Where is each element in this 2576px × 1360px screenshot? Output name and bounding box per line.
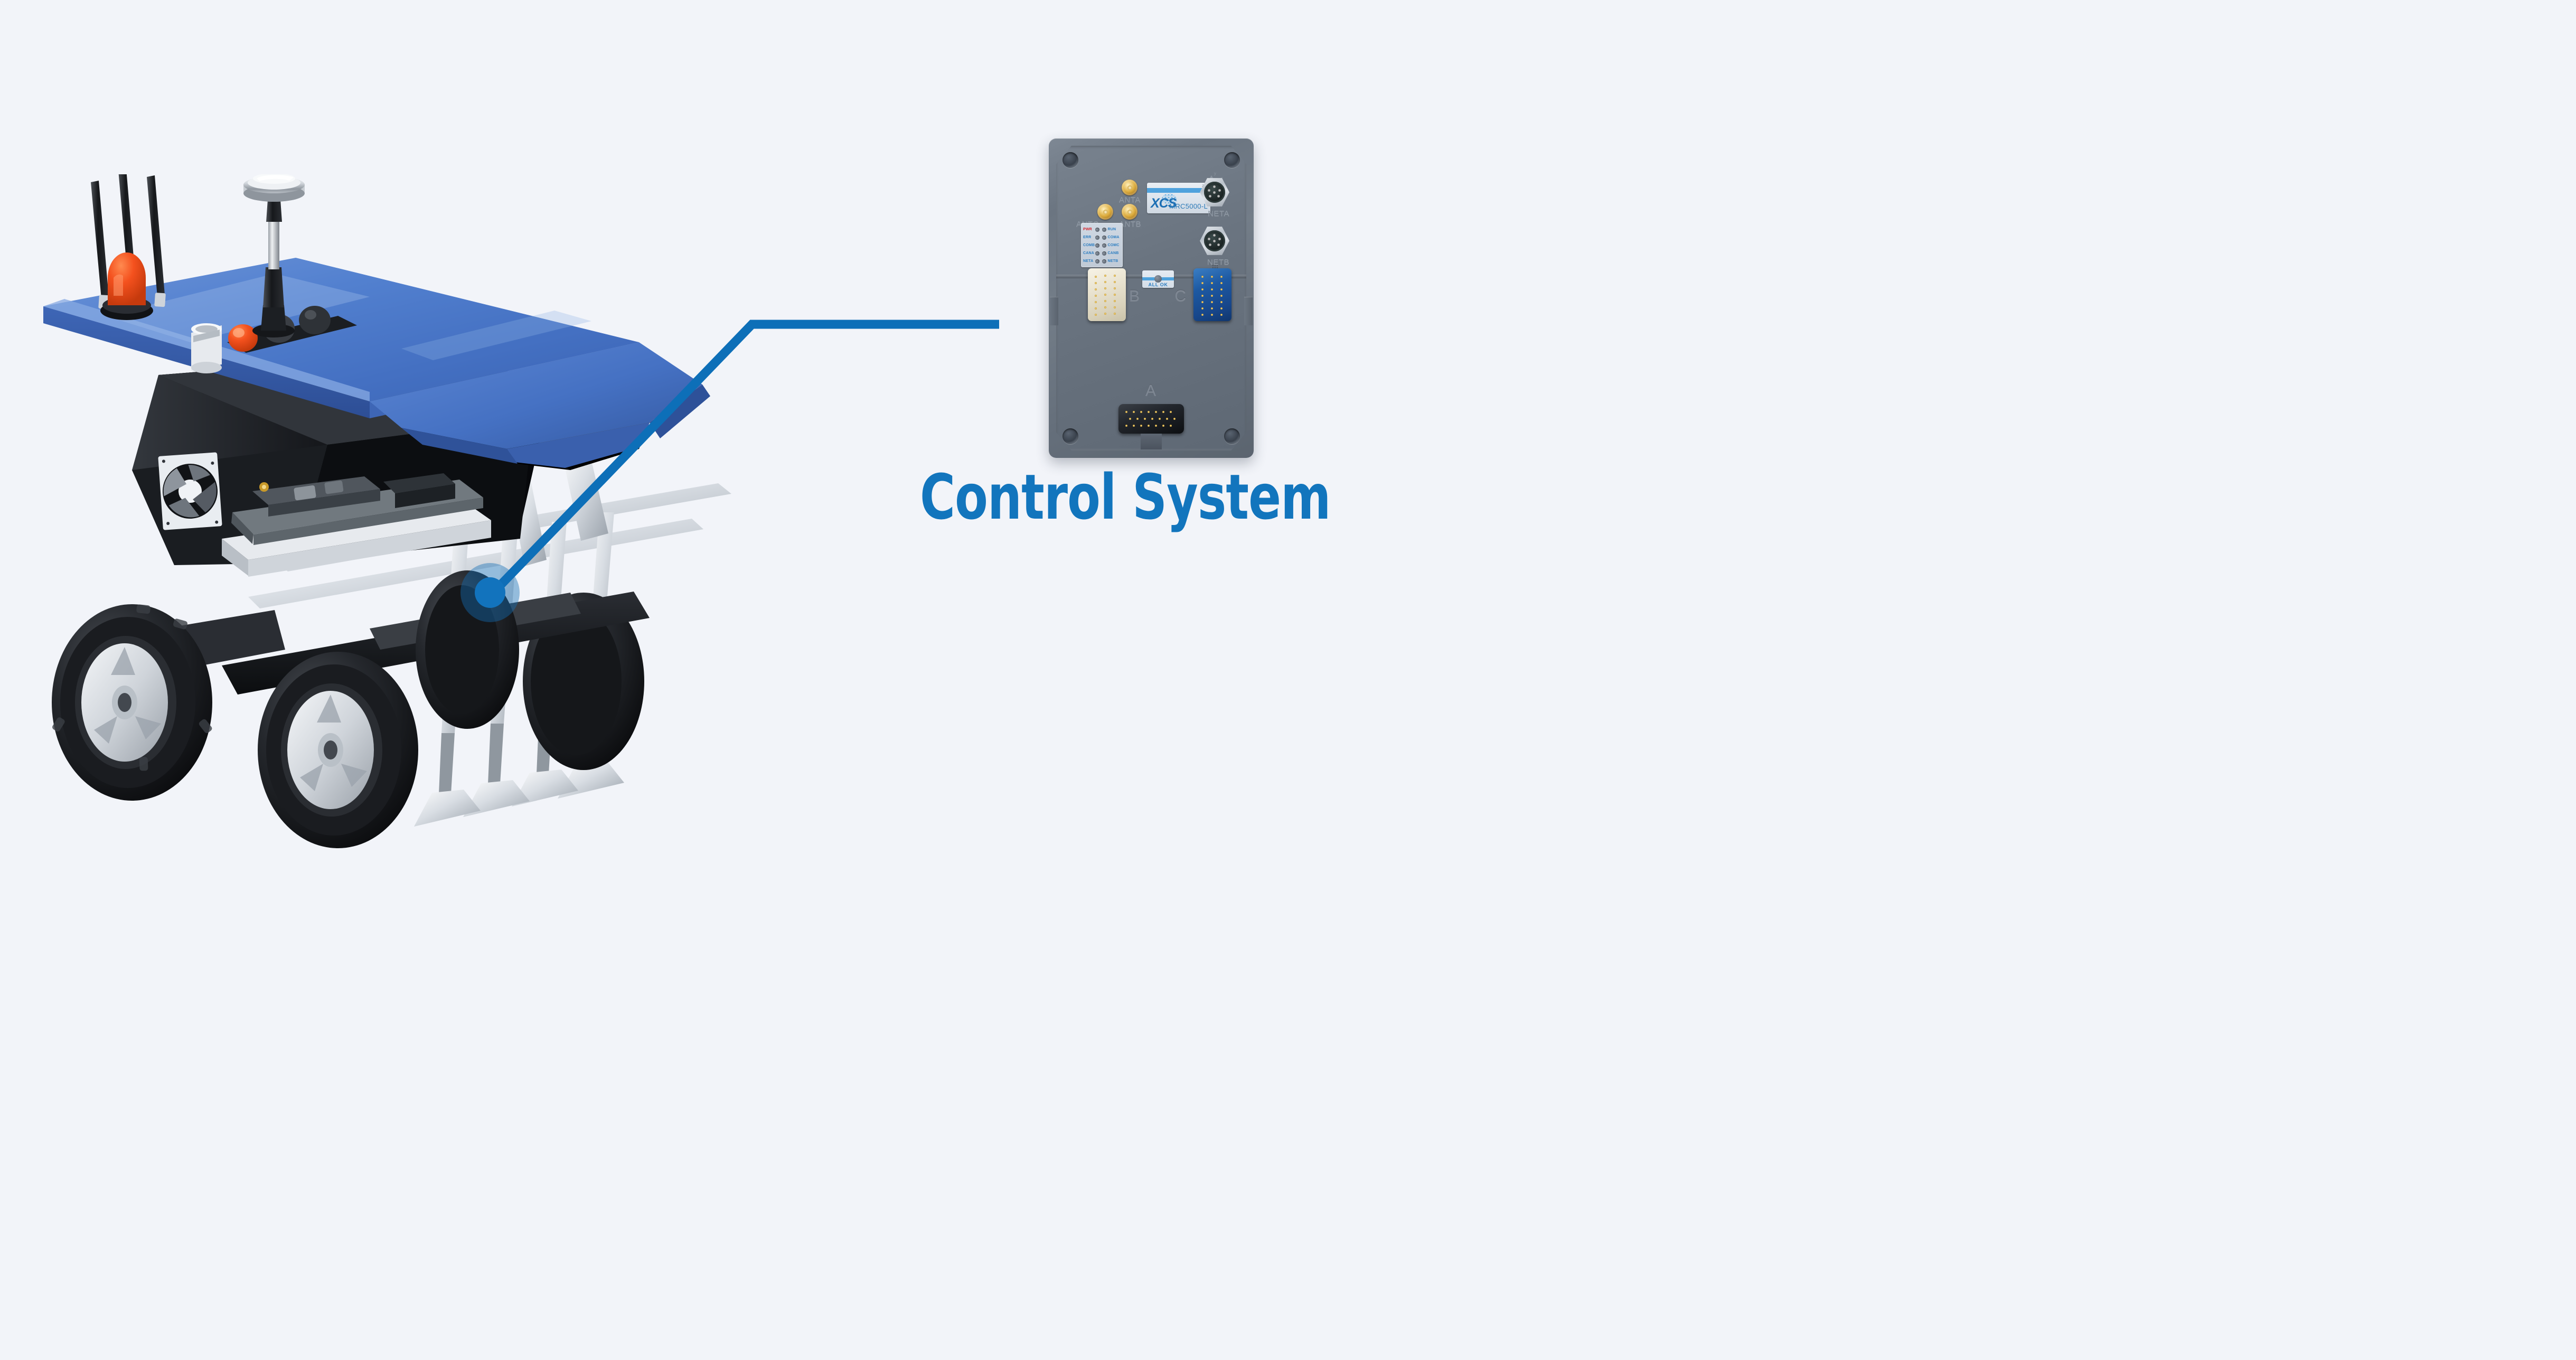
led-row: ERR COMA: [1083, 233, 1121, 241]
side-tab-left: [1050, 297, 1058, 325]
pin-field: [1123, 409, 1179, 428]
led-status-panel: PWR RUN ERR COMA: [1081, 223, 1123, 267]
sma-port-antb[interactable]: [1122, 204, 1137, 220]
led-label: RUN: [1107, 228, 1116, 231]
svg-text:z: z: [1202, 183, 1204, 188]
connector-a[interactable]: [1118, 404, 1184, 434]
led-coma: COMA: [1102, 235, 1121, 240]
mount-hole-top-right: [1224, 152, 1240, 168]
callout-marker-dot: [475, 577, 505, 608]
net-connector-b[interactable]: [1200, 226, 1229, 256]
led-row: PWR RUN: [1083, 226, 1121, 233]
svg-text:y: y: [1214, 171, 1216, 176]
led-indicator: [1095, 251, 1099, 256]
led-label: COMB: [1083, 243, 1095, 247]
control-unit-device: ANTA ANTB ANTC XCS MRC5000-L y: [1049, 138, 1254, 458]
connector-label-b: B: [1129, 287, 1140, 305]
connector-label-c: C: [1174, 287, 1186, 305]
callout-label: Control System: [920, 461, 1331, 533]
model-number: MRC5000-L: [1169, 202, 1208, 210]
wheel-front-left: [52, 604, 212, 801]
globe-icon: [1161, 193, 1177, 204]
led-indicator: [1102, 259, 1106, 264]
mount-hole-bottom-left: [1063, 428, 1078, 444]
led-comb: COMB: [1083, 243, 1102, 248]
white-sensor-cylinder: [191, 323, 222, 373]
led-comc: COMC: [1102, 243, 1121, 248]
led-indicator: [1102, 251, 1106, 256]
cooling-fan: [158, 452, 222, 530]
connector-b[interactable]: [1088, 268, 1126, 321]
led-row: NETA NETB: [1083, 257, 1121, 265]
sma-port-antc[interactable]: [1097, 204, 1113, 220]
led-indicator: [1095, 227, 1099, 232]
led-row: CANA CANB: [1083, 249, 1121, 257]
led-run: RUN: [1102, 227, 1121, 232]
connector-label-a: A: [1145, 382, 1157, 399]
mount-hole-top-left: [1063, 152, 1078, 168]
sensor-dome-dark-2: [299, 306, 331, 334]
whip-antenna-1: [91, 181, 110, 309]
label-stripe: [1147, 188, 1210, 193]
led-netb: NETB: [1102, 259, 1121, 264]
whip-antenna-3: [147, 175, 166, 307]
label-neta: NETA: [1208, 209, 1229, 218]
led-canb: CANB: [1102, 251, 1121, 256]
led-row: COMB COMC: [1083, 241, 1121, 249]
wheel-front-right: [258, 652, 418, 848]
led-indicator: [1102, 243, 1106, 248]
led-label: NETA: [1083, 259, 1094, 263]
side-tab-right: [1244, 297, 1253, 325]
connector-c[interactable]: [1193, 268, 1231, 321]
label-anta: ANTA: [1119, 195, 1141, 204]
sma-port-anta[interactable]: [1122, 180, 1137, 195]
led-neta: NETA: [1083, 259, 1102, 264]
status-text: ALL OK: [1148, 282, 1168, 287]
brand-logo: XCS: [1151, 196, 1177, 211]
robot-illustration: [0, 174, 929, 1178]
electronics-tray: [222, 473, 491, 577]
product-label: XCS MRC5000-L: [1147, 183, 1210, 213]
led-label: COMA: [1107, 236, 1120, 239]
led-label: CANB: [1107, 251, 1119, 255]
status-led: [1154, 275, 1162, 283]
gnss-antenna: [243, 174, 305, 337]
net-connector-a[interactable]: [1200, 177, 1229, 207]
mount-hole-bottom-right: [1224, 428, 1240, 444]
led-label: CANA: [1083, 251, 1095, 255]
led-indicator: [1102, 235, 1106, 240]
connector-a-stub: [1141, 434, 1162, 449]
pin-field: [1198, 274, 1227, 316]
led-err: ERR: [1083, 235, 1102, 240]
sensor-dome-orange: [228, 324, 258, 352]
connector-face: [1204, 182, 1225, 203]
label-antb: ANTB: [1119, 220, 1142, 229]
led-indicator: [1095, 259, 1099, 264]
led-cana: CANA: [1083, 251, 1102, 256]
status-badge: ALL OK: [1142, 270, 1174, 288]
led-pwr: PWR: [1083, 227, 1102, 232]
beacon-light: [100, 252, 153, 320]
wheel-rear-left: [416, 570, 519, 729]
pin-field: [1093, 274, 1121, 316]
led-label: ERR: [1083, 236, 1092, 239]
led-label: COMC: [1107, 243, 1120, 247]
led-label: PWR: [1083, 228, 1092, 231]
led-indicator: [1095, 235, 1099, 240]
led-indicator: [1102, 227, 1106, 232]
led-label: NETB: [1107, 259, 1118, 263]
wheel-rear-right: [523, 593, 644, 770]
connector-face: [1204, 230, 1225, 251]
led-indicator: [1095, 243, 1099, 248]
